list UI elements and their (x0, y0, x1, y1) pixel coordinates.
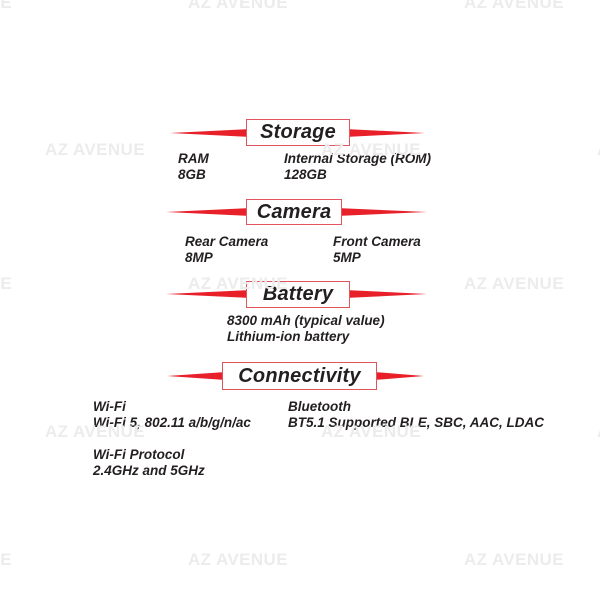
spec-value: Wi-Fi 5, 802.11 a/b/g/n/ac (93, 414, 251, 430)
section-title-battery: Battery (262, 283, 334, 305)
watermark-text: AZ AVENUE (188, 550, 288, 569)
watermark-text: AZ AVENUE (464, 0, 564, 12)
spec-bluetooth: Bluetooth BT5.1 Supported BLE, SBC, AAC,… (288, 399, 544, 430)
spec-label: Bluetooth (288, 399, 351, 414)
section-header-battery: Battery (246, 281, 350, 308)
connectivity-right-line (377, 372, 424, 380)
spec-front-camera: Front Camera 5MP (333, 234, 421, 265)
watermark-text: AZ AVENUE (0, 550, 12, 569)
battery-right-line (350, 290, 427, 298)
watermark-text: AZ AVENUE (45, 140, 145, 159)
watermark-text: AZ AVENUE (464, 274, 564, 293)
spec-value: 5MP (333, 249, 361, 265)
watermark-text: AZ AVENUE (464, 550, 564, 569)
spec-label: Internal Storage (ROM) (284, 151, 432, 166)
spec-internal-storage: Internal Storage (ROM) 128GB (284, 151, 431, 182)
section-header-storage: Storage (246, 119, 350, 146)
storage-right-line (350, 129, 425, 137)
storage-left-line (170, 129, 246, 137)
section-header-camera: Camera (246, 199, 342, 225)
spec-label: Wi-Fi (93, 399, 126, 414)
section-title-storage: Storage (260, 121, 336, 143)
watermark-text: AZ AVENUE (0, 274, 12, 293)
watermark-text: AZ AVENUE (188, 0, 288, 12)
spec-value: 8GB (178, 166, 206, 182)
spec-label: 8300 mAh (typical value) (227, 313, 385, 328)
watermark-text: AZ AVENUE (0, 0, 12, 12)
spec-battery: 8300 mAh (typical value) Lithium-ion bat… (227, 313, 385, 344)
spec-wifi-protocol: Wi-Fi Protocol 2.4GHz and 5GHz (93, 447, 205, 478)
section-title-camera: Camera (256, 200, 332, 223)
camera-left-line (166, 208, 246, 216)
spec-ram: RAM 8GB (178, 151, 209, 182)
spec-label: Wi-Fi Protocol (93, 447, 185, 462)
connectivity-left-line (167, 372, 222, 380)
section-title-connectivity: Connectivity (238, 364, 361, 387)
battery-left-line (166, 290, 246, 298)
spec-rear-camera: Rear Camera 8MP (185, 234, 268, 265)
section-header-connectivity: Connectivity (222, 362, 377, 390)
camera-right-line (342, 208, 427, 216)
spec-label: RAM (178, 151, 209, 166)
spec-value: 128GB (284, 166, 327, 182)
spec-label: Rear Camera (185, 234, 269, 249)
spec-label: Front Camera (333, 234, 421, 249)
spec-value: 2.4GHz and 5GHz (93, 462, 205, 478)
spec-value: BT5.1 Supported BLE, SBC, AAC, LDAC (288, 414, 545, 430)
spec-wifi: Wi-Fi Wi-Fi 5, 802.11 a/b/g/n/ac (93, 399, 251, 430)
spec-value: Lithium-ion battery (227, 328, 350, 344)
spec-value: 8MP (185, 249, 213, 265)
